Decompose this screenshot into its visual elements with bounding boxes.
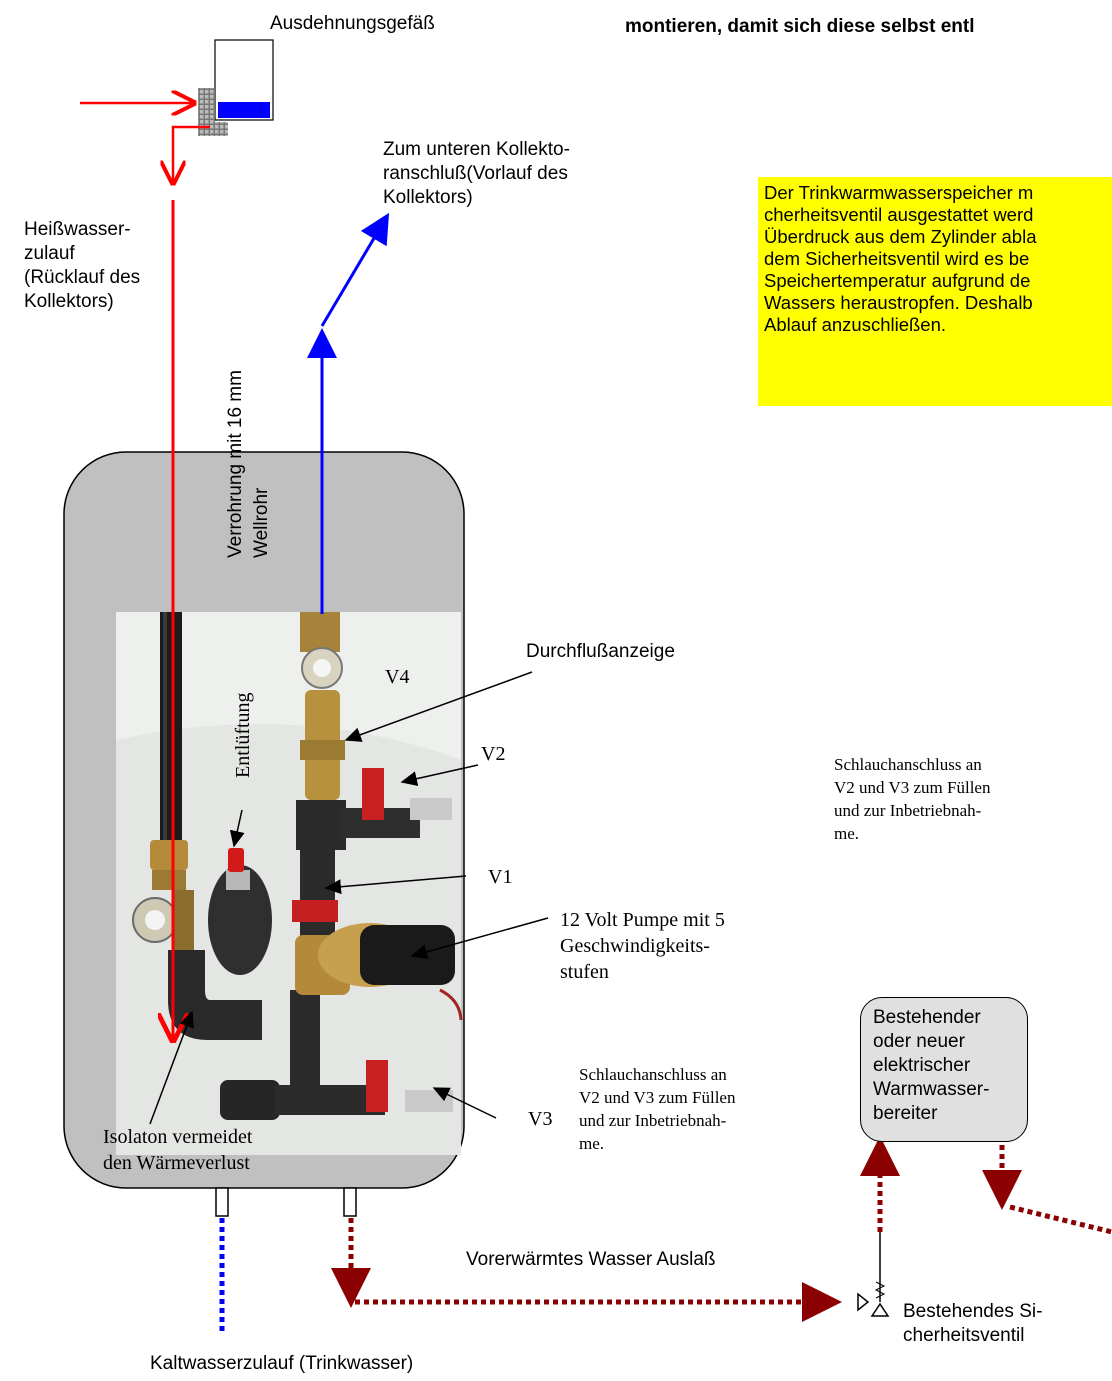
heater-line: Warmwasser- — [873, 1079, 990, 1100]
hot-inlet-label-line: Kollektors) — [24, 291, 114, 312]
note-line: Speichertemperatur aufgrund de — [764, 270, 1031, 291]
expansion-vessel-label: Ausdehnungsgefäß — [270, 13, 435, 34]
valve-label-v3: V3 — [528, 1108, 553, 1130]
leader-v2 — [400, 764, 479, 787]
leader-venting — [229, 809, 245, 848]
hose-label-line: und zur Inbetriebnah- — [579, 1111, 727, 1130]
leader-v1 — [324, 875, 467, 895]
valve-label-v1: V1 — [488, 866, 513, 888]
pump-label-line: stufen — [560, 961, 609, 983]
heater-line: bereiter — [873, 1103, 938, 1124]
hot-inlet-label-line: zulauf — [24, 243, 75, 264]
hose-label-line: V2 und V3 zum Füllen — [834, 778, 991, 797]
valve-handle-v1 — [292, 900, 338, 922]
note-line: Überdruck aus dem Zylinder abla — [764, 226, 1037, 247]
hot-inlet-label-line: Heißwasser- — [24, 219, 131, 240]
safety-valve-label-line: cherheitsventil — [903, 1325, 1025, 1346]
valve-label-v2: V2 — [481, 743, 506, 765]
valve-handle-v3 — [366, 1060, 388, 1112]
piping-label: Verrohrung mit 16 mm Wellrohr — [223, 178, 275, 558]
valve-label-v4: V4 — [385, 666, 410, 688]
piping-label-line: Wellrohr — [251, 487, 272, 558]
pump-label-line: 12 Volt Pumpe mit 5 — [560, 909, 725, 931]
hose-connection-label-upper: Schlauchanschluss an V2 und V3 zum Fülle… — [834, 753, 990, 845]
collector-outlet-label-line: ranschluß(Vorlauf des — [383, 163, 568, 184]
flow-indicator-label: Durchflußanzeige — [526, 641, 675, 662]
leader-flow-indicator — [344, 671, 533, 742]
hose-label-line: me. — [834, 824, 860, 843]
hose-label-line: V2 und V3 zum Füllen — [579, 1088, 736, 1107]
heater-line: elektrischer — [873, 1055, 971, 1076]
note-line: Ablauf anzuschließen. — [764, 314, 947, 335]
hose-label-line: und zur Inbetriebnah- — [834, 801, 982, 820]
preheated-outlet-label: Vorerwärmtes Wasser Auslaß — [466, 1249, 716, 1270]
cold-connector — [215, 1187, 229, 1217]
collector-outlet-label-line: Kollektors) — [383, 187, 473, 208]
vent-cap — [228, 848, 244, 872]
hot-pipe — [173, 125, 210, 183]
venting-label: Entlüftung — [232, 692, 254, 778]
pump-label-line: Geschwindigkeits- — [560, 935, 710, 957]
leader-v3 — [432, 1087, 497, 1119]
piping-label-line: Verrohrung mit 16 mm — [225, 370, 246, 558]
safety-valve-label-line: Bestehendes Si- — [903, 1301, 1043, 1322]
cold-water-label: Kaltwasserzulauf (Trinkwasser) — [150, 1353, 414, 1374]
safety-valve-symbol — [857, 1232, 890, 1317]
hose-label-line: Schlauchanschluss an — [579, 1065, 727, 1084]
hot-inlet-label-line: (Rücklauf des — [24, 267, 141, 288]
safety-note-box: Der Trinkwarmwasserspeicher m cherheitsv… — [758, 177, 1112, 406]
water-heater-box: Bestehender oder neuer elektrischer Warm… — [860, 997, 1028, 1142]
heater-line: oder neuer — [873, 1031, 965, 1052]
leader-insulation — [149, 1010, 194, 1125]
collector-outlet-label-line: Zum unteren Kollekto- — [383, 139, 570, 160]
heater-line: Bestehender — [873, 1007, 981, 1028]
pump-label: 12 Volt Pumpe mit 5 Geschwindigkeits- st… — [560, 907, 725, 985]
leader-pump — [410, 917, 549, 960]
note-line: Wassers heraustropfen. Deshalb — [764, 292, 1033, 313]
note-line: Der Trinkwarmwasserspeicher m — [764, 182, 1034, 203]
hose-label-line: me. — [579, 1134, 605, 1153]
safety-valve-label: Bestehendes Si- cherheitsventil — [903, 1300, 1042, 1348]
hose-connection-label-lower: Schlauchanschluss an V2 und V3 zum Fülle… — [579, 1063, 735, 1155]
valve-handle-v2 — [362, 768, 384, 820]
note-line: dem Sicherheitsventil wird es be — [764, 248, 1030, 269]
hot-inlet-label: Heißwasser- zulauf (Rücklauf des Kollekt… — [24, 218, 140, 314]
insulation-label-line: den Wärmeverlust — [103, 1152, 250, 1174]
insulation-label: Isolaton vermeidet den Wärmeverlust — [103, 1124, 252, 1176]
hose-label-line: Schlauchanschluss an — [834, 755, 982, 774]
insulation-label-line: Isolaton vermeidet — [103, 1126, 253, 1148]
header-title: montieren, damit sich diese selbst entl — [625, 16, 975, 37]
note-line: cherheitsventil ausgestattet werd — [764, 204, 1034, 225]
collector-outlet-label: Zum unteren Kollekto- ranschluß(Vorlauf … — [383, 138, 570, 210]
hot-connector — [343, 1187, 357, 1217]
